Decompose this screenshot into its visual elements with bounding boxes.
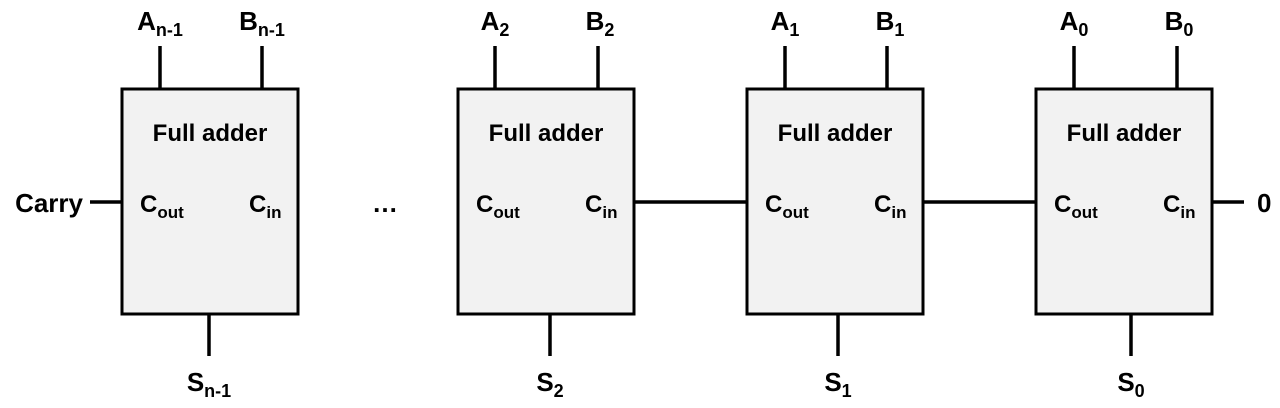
carry-in-pin-label: Cin (585, 191, 617, 222)
adder-box (745, 87, 925, 316)
input-b-label: Bn-1 (239, 6, 285, 40)
input-b-label: B1 (876, 6, 905, 40)
carry-out-pin-label: Cout (1054, 191, 1098, 222)
adder-box (120, 87, 300, 316)
input-a-label: A0 (1060, 6, 1089, 40)
adder-title: Full adder (489, 120, 604, 147)
input-b-label: B2 (586, 6, 615, 40)
carry-out-pin-label: Cout (765, 191, 809, 222)
ellipsis: … (372, 188, 398, 218)
input-a-label: An-1 (137, 6, 183, 40)
sum-label: S0 (1117, 367, 1144, 401)
full-adder-2: Full adder A2 B2 S2 Cout Cin (456, 6, 636, 401)
adder-box (456, 87, 636, 316)
carry-in-pin-label: Cin (1163, 191, 1195, 222)
input-a-label: A1 (771, 6, 800, 40)
carry-in-pin-label: Cin (874, 191, 906, 222)
input-a-label: A2 (481, 6, 510, 40)
carry-in-pin-label: Cin (249, 191, 281, 222)
full-adder-0: Full adder A0 B0 S0 Cout Cin (1034, 6, 1214, 401)
adder-title: Full adder (1067, 120, 1182, 147)
carry-label: Carry (15, 188, 83, 218)
sum-label: S1 (824, 367, 851, 401)
full-adder-n-1: Full adder An-1 Bn-1 Sn-1 Cout Cin (120, 6, 300, 401)
carry-out-pin-label: Cout (140, 191, 184, 222)
adder-box (1034, 87, 1214, 316)
carry-out-pin-label: Cout (476, 191, 520, 222)
full-adder-1: Full adder A1 B1 S1 Cout Cin (745, 6, 925, 401)
adder-title: Full adder (778, 120, 893, 147)
adder-title: Full adder (153, 120, 268, 147)
input-b-label: B0 (1165, 6, 1194, 40)
zero-label: 0 (1257, 188, 1271, 218)
sum-label: Sn-1 (187, 367, 231, 401)
sum-label: S2 (536, 367, 563, 401)
